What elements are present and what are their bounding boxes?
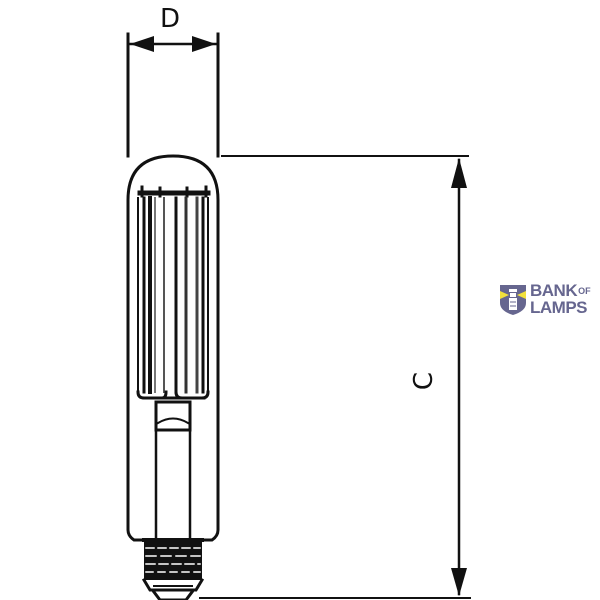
filament-strips bbox=[137, 196, 209, 394]
logo-text-lamps: LAMPS bbox=[530, 298, 587, 317]
logo-text-bank: BANK bbox=[530, 281, 578, 300]
d-arrow-left bbox=[130, 36, 154, 52]
stem-housing bbox=[154, 400, 192, 432]
logo-text-of: OF bbox=[578, 286, 591, 296]
c-arrow-bottom bbox=[451, 568, 467, 596]
lighthouse-icon bbox=[500, 285, 526, 315]
bulb-envelope bbox=[126, 154, 220, 542]
screw-base bbox=[141, 538, 205, 600]
dimension-label-c: C bbox=[409, 371, 440, 391]
d-arrow-right bbox=[192, 36, 216, 52]
bank-of-lamps-logo: BANKOF LAMPS bbox=[499, 281, 599, 317]
c-arrow-top bbox=[451, 158, 467, 188]
dimension-label-d: D bbox=[160, 4, 181, 34]
